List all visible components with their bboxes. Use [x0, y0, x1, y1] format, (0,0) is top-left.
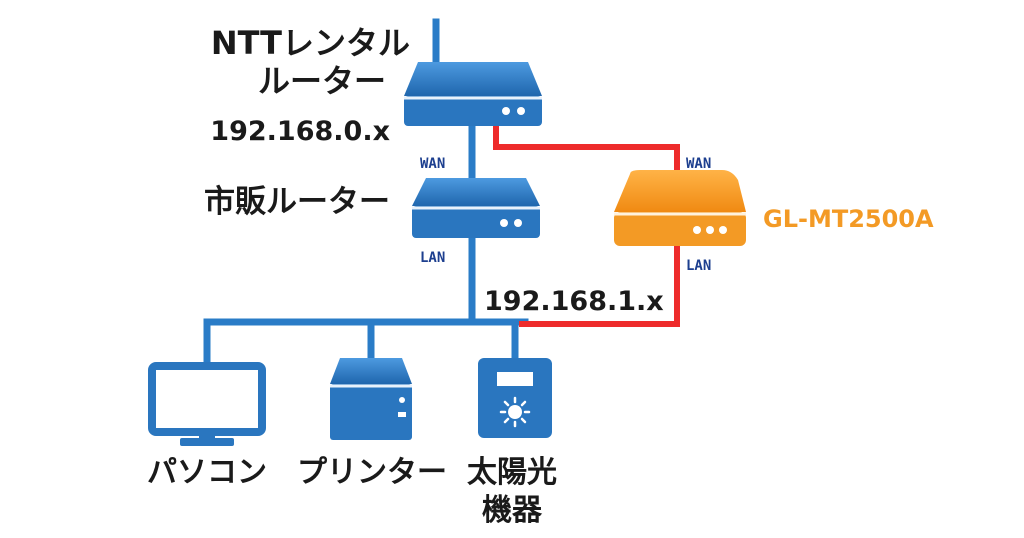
ntt-router-ip: 192.168.0.x: [210, 116, 390, 147]
retail-router-name: 市販ルーター: [204, 184, 390, 220]
wan-link-red: [493, 118, 680, 176]
gl-router-icon: [614, 170, 746, 246]
retail-router-icon: [412, 178, 540, 238]
ntt-router-icon: [404, 62, 542, 126]
device-label-solar-line1: 太陽光: [467, 455, 557, 490]
printer-icon: [330, 358, 412, 440]
lan-link-red: [519, 246, 680, 327]
ntt-router-name-line1: NTTレンタル: [211, 24, 410, 62]
lan-subnet-ip: 192.168.1.x: [484, 286, 664, 317]
device-label-printer: プリンター: [297, 455, 447, 490]
solar-device-icon: [478, 358, 552, 438]
retail-router-wan-label: WAN: [420, 156, 445, 172]
gl-router-lan-label: LAN: [686, 258, 711, 274]
gl-router-wan-label: WAN: [686, 156, 711, 172]
ntt-router-name-line2: ルーター: [258, 62, 386, 100]
monitor-icon: [148, 362, 266, 446]
gl-router-name: GL-MT2500A: [763, 205, 934, 233]
device-label-solar-line2: 機器: [482, 493, 543, 528]
device-label-pc: パソコン: [147, 455, 267, 490]
retail-router-lan-label: LAN: [420, 250, 445, 266]
connections: [203, 18, 680, 370]
